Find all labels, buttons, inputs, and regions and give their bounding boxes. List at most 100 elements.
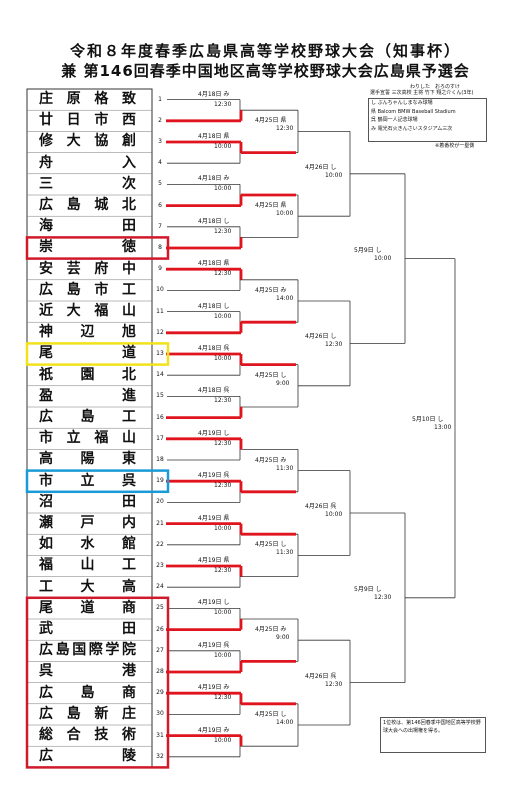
team-name: 祇園北 <box>39 366 136 383</box>
organizer-ruby: わりした おろのすけ <box>410 84 461 90</box>
round3-date: 4月26日 し <box>305 333 337 341</box>
round2-time: 11:30 <box>276 464 294 472</box>
semi-date: 5月9日 し <box>354 585 382 593</box>
seed-number: 31 <box>156 731 164 739</box>
round3-time: 12:30 <box>325 341 343 349</box>
team-row: 祇園北 <box>27 365 152 386</box>
team-name: 近大福山 <box>39 303 136 319</box>
round1-time: 10:00 <box>214 524 232 532</box>
team-row: 福山工 <box>27 555 152 576</box>
team-name: 三 次 <box>39 175 136 192</box>
team-row: 市立呉 <box>27 471 152 492</box>
round2-time: 9:00 <box>276 634 290 642</box>
seed-number: 18 <box>156 456 164 463</box>
round3-time: 12:30 <box>325 680 343 688</box>
seed-number: 1 <box>158 95 162 103</box>
round1-time: 10:00 <box>214 185 232 193</box>
semi-time: 12:30 <box>374 593 392 601</box>
team-row: 舟 入 <box>27 153 152 174</box>
round1-date: 4月18日 呉 <box>198 345 230 352</box>
round2-date: 4月25日 み <box>255 287 287 294</box>
team-name: 廿日市西 <box>39 112 136 129</box>
team-name: 市立呉 <box>39 472 136 489</box>
round1-time: 12:30 <box>214 567 232 574</box>
seed-number: 4 <box>158 159 162 167</box>
team-row: 沼 田 <box>27 492 152 513</box>
round2-date: 4月25日 み <box>255 626 287 634</box>
highlight-box <box>25 236 170 260</box>
seed-number: 19 <box>156 477 164 485</box>
round2-time: 14:00 <box>276 295 294 302</box>
team-row: 神辺旭 <box>27 322 152 343</box>
seed-number: 14 <box>156 371 164 379</box>
round1-date: 4月19日 み <box>198 726 230 734</box>
seed-number: 24 <box>156 583 164 591</box>
venue-legend-item: み 電光石火きんさいスタジアム三次 <box>371 125 453 132</box>
round1-date: 4月19日 県 <box>198 557 230 564</box>
final-time: 13:00 <box>434 424 452 432</box>
highlight-box <box>25 596 170 769</box>
round2-date: 4月25日 み <box>255 456 287 464</box>
team-name: 尾 道 <box>39 345 136 362</box>
round1-time: 12:30 <box>214 439 232 447</box>
seed-number: 20 <box>156 498 164 506</box>
round1-date: 4月18日 み <box>198 90 230 98</box>
venue-legend-item: し ぶんちゃんしまなみ球場 <box>371 100 433 106</box>
team-row: 瀬戸内 <box>27 513 152 534</box>
venue-note: ※着番校が一塁側 <box>435 143 475 149</box>
seed-number: 10 <box>156 286 164 294</box>
team-row: 広島国際学院 <box>27 640 152 661</box>
team-row: 広島市工 <box>27 280 152 301</box>
team-name: 神辺旭 <box>39 324 136 341</box>
team-name: 舟 入 <box>39 154 136 171</box>
seed-number: 23 <box>156 562 164 569</box>
semi-date: 5月9日 し <box>354 246 382 254</box>
team-name: 瀬戸内 <box>39 515 136 531</box>
venue-legend-item: 県 Balcom BMW Baseball Stadium <box>371 108 456 115</box>
round1-date: 4月18日 県 <box>198 260 230 268</box>
round1-time: 12:30 <box>214 694 232 702</box>
team-row: 廿日市西 <box>27 110 152 131</box>
round1-date: 4月19日 し <box>198 599 230 607</box>
round1-date: 4月18日 し <box>198 217 230 225</box>
team-row: 武 田 <box>27 619 152 640</box>
round2-date: 4月25日 県 <box>255 117 287 125</box>
seed-number: 30 <box>156 710 164 718</box>
round1-time: 12:30 <box>214 397 232 405</box>
round1-date: 4月19日 呉 <box>198 472 230 480</box>
seed-number: 8 <box>158 244 162 251</box>
round3-time: 10:00 <box>325 511 343 518</box>
team-name: 広島商 <box>39 684 136 701</box>
team-row: 尾 道 <box>27 343 152 364</box>
venue-legend-item: 呉 鶴岡一人記念球場 <box>371 117 418 123</box>
seed-number: 7 <box>158 222 162 230</box>
team-name: 修大協創 <box>39 133 136 150</box>
team-name: 総合技術 <box>39 727 136 743</box>
team-row: 工大高 <box>27 577 152 598</box>
seed-number: 5 <box>158 180 162 188</box>
final-date: 5月10日 し <box>412 416 444 424</box>
tournament-subtitle: 兼 第146回春季中国地区高等学校野球大会広島県予選会 <box>61 62 470 80</box>
seed-number: 16 <box>156 413 164 421</box>
seed-number: 15 <box>156 392 164 400</box>
round2-time: 12:30 <box>276 125 294 133</box>
team-name: 広島城北 <box>39 197 136 213</box>
team-name: 庄原格致 <box>39 91 136 107</box>
seed-number: 29 <box>156 689 164 697</box>
seed-number: 17 <box>156 434 164 442</box>
round1-date: 4月18日 し <box>198 302 230 310</box>
round1-time: 12:30 <box>214 227 232 235</box>
round1-time: 10:00 <box>214 355 232 362</box>
team-name: 広島市工 <box>39 281 136 298</box>
round1-time: 10:00 <box>214 736 232 744</box>
round1-date: 4月18日 県 <box>198 133 230 140</box>
highlight-box <box>25 469 170 494</box>
seed-number: 6 <box>158 201 162 209</box>
round3-date: 4月26日 呉 <box>305 672 337 680</box>
team-name: 安芸府中 <box>39 260 136 277</box>
team-name: 海 田 <box>39 218 136 235</box>
team-row: 近大福山 <box>27 301 152 322</box>
team-name: 沼 田 <box>39 493 136 510</box>
team-row: 高陽東 <box>27 449 152 470</box>
